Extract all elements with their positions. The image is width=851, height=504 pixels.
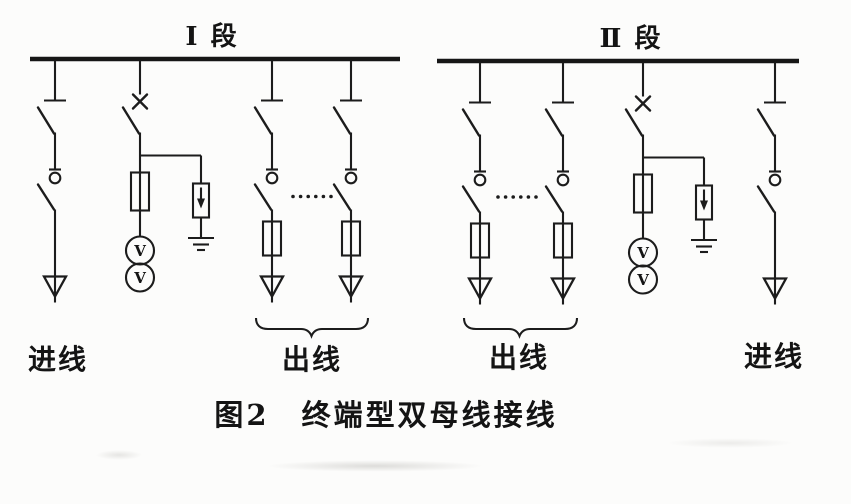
ellipsis-dots-icon — [291, 194, 333, 199]
vt-arrester-feeder-right — [624, 61, 719, 295]
incoming-feeder-right — [758, 63, 786, 305]
vt-arrester-feeder-left — [121, 59, 216, 293]
outgoing-label-left: 出线 — [282, 343, 342, 376]
incoming-label-left: 进线 — [28, 343, 88, 376]
incoming-label-right: 进线 — [744, 340, 804, 373]
bus1-label: Ⅰ 段 — [185, 21, 238, 52]
incoming-feeder-left — [38, 61, 66, 303]
outgoing-feeder — [546, 63, 574, 305]
underbrace-right — [462, 317, 579, 339]
bus2-label: Ⅱ 段 — [600, 23, 663, 54]
bus-section-1: Ⅰ 段 进线 出线 — [28, 21, 400, 376]
bus-section-2: Ⅱ 段 出线 进线 — [437, 23, 804, 374]
figure-caption: 图2 终端型双母线接线 — [214, 398, 557, 432]
outgoing-feeder — [334, 61, 362, 303]
outgoing-label-right: 出线 — [489, 341, 549, 374]
ellipsis-dots-icon — [496, 195, 538, 199]
underbrace-left — [254, 317, 370, 339]
outgoing-feeder — [255, 61, 283, 303]
outgoing-feeder — [463, 63, 491, 305]
